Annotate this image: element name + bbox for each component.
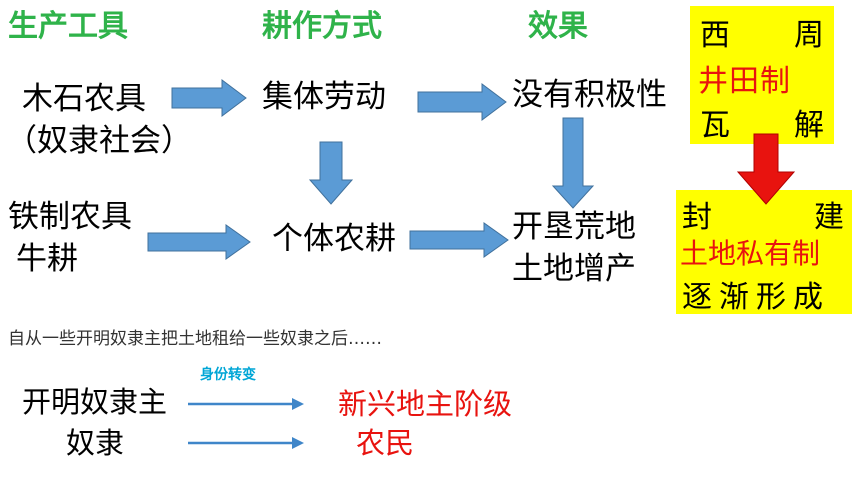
box-bottom-highlight: 土地私有制 <box>680 237 821 270</box>
box-jingtian-collapse: 西 周 井田制 瓦 解 <box>690 6 834 144</box>
to-new-landlord-class: 新兴地主阶级 <box>338 387 513 421</box>
from-slave: 奴隶 <box>66 426 125 460</box>
box-bottom-line3: 逐渐形成 <box>682 280 830 315</box>
box-top-char-1: 西 <box>700 18 730 53</box>
row2-effect-line2: 土地增产 <box>512 251 636 287</box>
identity-change-label: 身份转变 <box>200 367 256 383</box>
arrow-collective-to-individual <box>308 141 354 205</box>
row2-method: 个体农耕 <box>272 221 396 257</box>
header-method: 耕作方式 <box>262 9 382 44</box>
box-top-char-3: 瓦 <box>700 108 730 143</box>
header-effect: 效果 <box>528 9 588 44</box>
box-top-char-2: 周 <box>794 18 824 53</box>
row2-tools-line1: 铁制农具 <box>8 199 132 235</box>
row2-tools-line2: 牛耕 <box>16 241 78 277</box>
note-text: 自从一些开明奴隶主把土地租给一些奴隶之后…… <box>8 329 382 349</box>
arrow-slaveowner-to-landlord <box>188 398 304 410</box>
from-enlightened-slaveowner: 开明奴隶主 <box>22 385 168 419</box>
arrow-method-to-effect-2 <box>409 222 509 258</box>
arrow-tools-to-method-1 <box>171 79 247 117</box>
row2-effect-line1: 开垦荒地 <box>512 209 636 245</box>
header-tools: 生产工具 <box>8 9 128 44</box>
row1-effect: 没有积极性 <box>512 77 667 113</box>
box-top-highlight: 井田制 <box>698 64 791 99</box>
arrow-no-motivation-to-reclaim <box>551 117 595 209</box>
box-private-land: 封 建 土地私有制 逐渐形成 <box>676 190 852 315</box>
to-peasant: 农民 <box>356 426 415 460</box>
arrow-method-to-effect-1 <box>417 83 507 121</box>
row1-tools-line2: （奴隶社会） <box>6 123 192 159</box>
arrow-red-collapse-to-private <box>736 133 796 205</box>
row1-tools-line1: 木石农具 <box>22 81 146 117</box>
arrow-tools-to-method-2 <box>147 224 251 260</box>
box-bottom-char-1: 封 <box>682 200 712 235</box>
row1-method: 集体劳动 <box>262 79 386 115</box>
arrow-slave-to-peasant <box>188 437 304 449</box>
box-top-char-4: 解 <box>794 108 824 143</box>
box-bottom-char-2: 建 <box>814 200 844 235</box>
